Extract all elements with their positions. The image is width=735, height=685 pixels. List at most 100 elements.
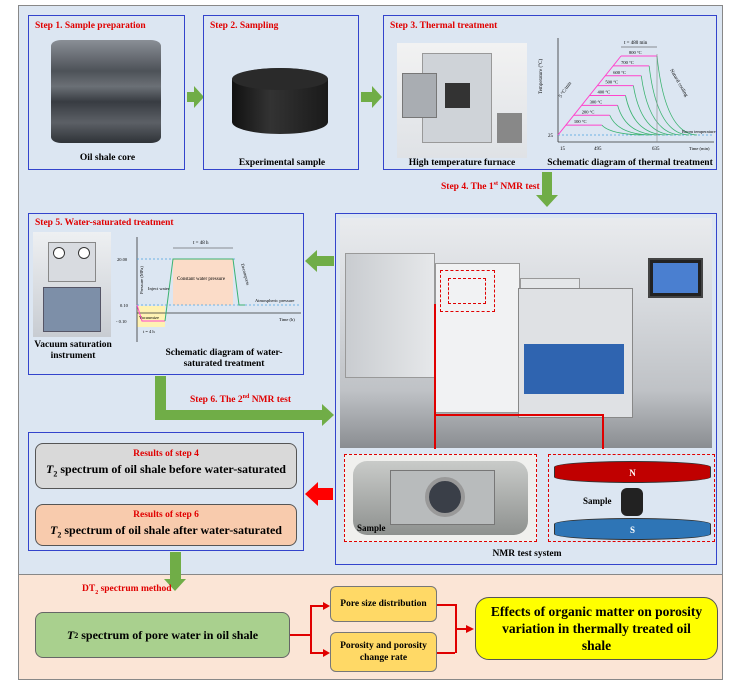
temperature-level-label: 800 °C: [629, 50, 642, 55]
south-pole: S: [554, 518, 711, 540]
step2-caption: Experimental sample: [238, 158, 326, 168]
branch-line: [310, 605, 312, 653]
temperature-level-label: 200 °C: [582, 109, 595, 114]
duration-label: t = 48 h: [193, 241, 209, 246]
outer-frame: [18, 5, 723, 680]
merge-line: [437, 652, 455, 654]
instrument-caption: Vacuum saturation instrument: [34, 340, 112, 361]
temperature-level-label: 700 °C: [621, 60, 634, 65]
merge-line: [455, 628, 467, 630]
vacuumize-label: Vacuumize: [139, 315, 159, 320]
y-tick-20: 20.00: [117, 257, 128, 262]
cooling-curve: [656, 55, 698, 136]
x-tick-495: 495: [594, 147, 602, 152]
arrow-2-3: [361, 92, 373, 102]
result-text: T2 spectrum of oil shale after water-sat…: [50, 523, 282, 540]
vacuum-curve: [136, 304, 165, 322]
results-panel: Results of step 4 T2 spectrum of oil sha…: [28, 432, 304, 551]
sample-label-probe: Sample: [357, 523, 386, 533]
sample-label-magnet: Sample: [583, 496, 612, 506]
step3-panel: Step 3. Thermal treatment High temperatu…: [383, 15, 717, 170]
vacuum-instrument-photo: [33, 232, 111, 337]
instrument-base: [43, 287, 101, 332]
step2-panel: Step 2. Sampling Experimental sample: [203, 15, 359, 170]
result-title: Results of step 6: [133, 510, 199, 520]
cooling-curve: [617, 105, 658, 136]
step6-label: Step 6. The 2nd NMR test: [190, 394, 291, 406]
constant-label: Constant water pressure: [177, 277, 226, 282]
arrow-5-6-right: [155, 410, 323, 420]
step2-title: Step 2. Sampling: [210, 21, 279, 31]
decompress-label: Decompress: [240, 263, 251, 286]
gauge-icon: [78, 247, 90, 259]
result-title: Results of step 4: [133, 449, 199, 459]
temperature-level-label: 500 °C: [605, 80, 618, 85]
step5-title: Step 5. Water-saturated treatment: [35, 218, 174, 228]
arrow-results-down: [170, 552, 181, 580]
controller: [497, 113, 522, 143]
temperature-level-label: 400 °C: [598, 90, 611, 95]
cooling-curve: [640, 75, 682, 136]
cooling-label: Natural cooling: [668, 69, 688, 99]
probe-hole: [425, 477, 465, 517]
rate-label: 5 °C/min: [559, 81, 574, 99]
arrow-head: [323, 649, 330, 657]
arrow-head: [536, 195, 558, 207]
step4-label: Step 4. The 1st NMR test: [441, 181, 540, 193]
arrow-head: [194, 86, 204, 108]
nmr-system-photo: [340, 218, 712, 448]
north-pole: N: [554, 461, 711, 483]
branch-line: [310, 605, 324, 607]
connector-line: [434, 414, 604, 416]
step1-title: Step 1. Sample preparation: [35, 21, 146, 31]
output-pore-size: Pore size distribution: [330, 586, 437, 622]
connector-line: [602, 414, 604, 449]
blue-panel: [524, 344, 624, 394]
result-text: T2 spectrum of oil shale before water-sa…: [46, 462, 286, 479]
vacuum-zone: [137, 306, 165, 327]
method-label: DT2 spectrum method: [82, 584, 172, 596]
y-axis-label: Pressure (MPa): [139, 266, 144, 294]
furnace-caption: High temperature furnace: [408, 158, 516, 168]
inject-label: Inject water: [148, 286, 170, 291]
temperature-level-label: 300 °C: [590, 99, 603, 104]
monitor: [648, 258, 703, 298]
step3-title: Step 3. Thermal treatment: [390, 21, 498, 31]
arrow-head: [322, 404, 334, 426]
nmr-caption: NMR test system: [492, 549, 562, 559]
probe-closeup: Sample: [344, 454, 537, 542]
merge-line: [437, 604, 455, 606]
arrow-head: [323, 602, 330, 610]
cooling-curve: [625, 95, 666, 136]
x-tick-635: 635: [652, 147, 660, 152]
conclusion-box: Effects of organic matter on porosity va…: [475, 597, 718, 660]
cooling-curve: [601, 124, 642, 136]
x-axis-label: Time (h): [279, 317, 295, 322]
arrow-head: [372, 86, 382, 108]
furnace-photo: [397, 43, 527, 158]
nmr-cabinet: [345, 253, 435, 378]
y-tick-0.10: 0.10: [120, 303, 129, 308]
cooling-curve: [609, 115, 650, 136]
oil-shale-core-photo: [51, 40, 161, 143]
temperature-level-label: 600 °C: [613, 70, 626, 75]
vac-duration-label: t = 4 h: [143, 329, 155, 334]
arrow-head: [305, 482, 318, 506]
nmr-magnet-unit: [435, 263, 520, 413]
gauge-icon: [53, 247, 65, 259]
step1-caption: Oil shale core: [79, 153, 136, 163]
furnace-door: [402, 73, 437, 118]
cooling-curve: [632, 85, 674, 136]
output-porosity: Porosity and porosity change rate: [330, 632, 437, 672]
room-temp-label: Room temperature: [682, 129, 716, 134]
nmr-control-unit: [518, 288, 633, 418]
arrow-head: [466, 625, 474, 633]
atmospheric-label: Atmospheric pressure: [255, 298, 294, 303]
arrow-head: [164, 579, 186, 591]
step5-panel: Step 5. Water-saturated treatment Vacuum…: [28, 213, 304, 375]
sample-icon: [621, 488, 643, 516]
temperature-level-label: 100 °C: [574, 119, 587, 124]
arrow-1-2: [187, 92, 195, 102]
x-tick-15: 15: [560, 147, 566, 152]
